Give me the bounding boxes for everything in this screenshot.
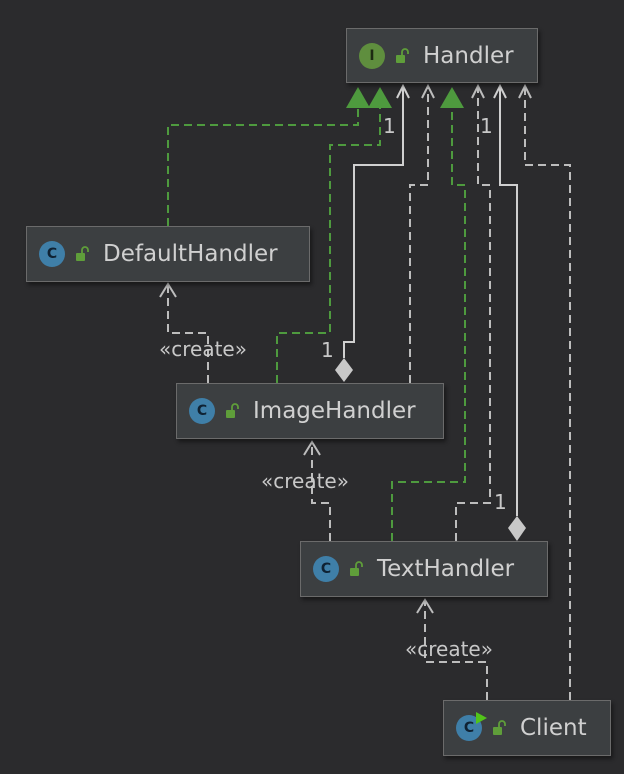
image-handler-class-name: ImageHandler (253, 398, 416, 424)
create-arrowhead-image (303, 440, 321, 456)
class-kind-letter: C (463, 720, 475, 736)
unlocked-lock-icon (396, 47, 409, 63)
dependency-arrowhead-text-handler (471, 83, 485, 99)
dependency-arrowhead-client-handler (518, 83, 532, 99)
multiplicity-handler-text: 1 (480, 114, 493, 138)
realization-image-to-handler (276, 106, 381, 383)
handler-class-name: Handler (423, 42, 514, 69)
interface-icon: I (359, 42, 385, 69)
realization-arrowhead-default (346, 87, 370, 108)
multiplicity-image: 1 (321, 338, 334, 362)
multiplicity-handler-image: 1 (383, 114, 396, 138)
create-label-default: «create» (159, 337, 247, 361)
runnable-class-icon: C (456, 712, 487, 741)
default-handler-class-node[interactable]: C DefaultHandler (26, 226, 310, 282)
realization-default-to-handler (167, 106, 359, 226)
association-arrowhead-text (493, 83, 507, 99)
run-marker-icon (476, 712, 487, 724)
dependency-text-to-handler (455, 86, 491, 541)
default-handler-class-name: DefaultHandler (103, 241, 278, 267)
create-label-image: «create» (261, 469, 349, 493)
create-label-text: «create» (405, 637, 493, 661)
aggregation-diamond-text (508, 516, 526, 541)
association-arrowhead-image (396, 83, 410, 99)
realization-arrowhead-image (368, 87, 392, 108)
unlocked-lock-icon (350, 561, 363, 576)
unlocked-lock-icon (76, 246, 89, 261)
unlocked-lock-icon (226, 403, 239, 418)
multiplicity-text: 1 (494, 490, 507, 514)
association-image-to-handler (343, 86, 404, 358)
client-class-node[interactable]: C Client (443, 700, 611, 756)
create-arrowhead-text (416, 598, 434, 614)
create-arrowhead-default (159, 282, 177, 298)
dependency-image-to-handler (409, 86, 429, 383)
realization-text-to-handler (391, 106, 466, 541)
client-class-name: Client (520, 715, 587, 741)
unlocked-lock-icon (493, 720, 506, 735)
text-handler-class-name: TextHandler (377, 556, 515, 582)
text-handler-class-node[interactable]: C TextHandler (300, 541, 548, 597)
realization-arrowhead-text (440, 87, 464, 108)
create-client-to-text (424, 600, 488, 700)
dependency-arrowhead-image-handler (421, 83, 435, 99)
association-text-to-handler (499, 86, 518, 516)
class-icon: C (189, 398, 215, 424)
handler-interface-node[interactable]: I Handler (346, 28, 538, 83)
class-icon: C (39, 241, 65, 267)
create-image-to-default (167, 285, 209, 383)
class-icon: C (313, 556, 339, 582)
dependency-client-to-handler (524, 86, 571, 700)
create-text-to-image (311, 442, 331, 541)
aggregation-diamond-image (335, 358, 353, 382)
image-handler-class-node[interactable]: C ImageHandler (176, 383, 444, 439)
